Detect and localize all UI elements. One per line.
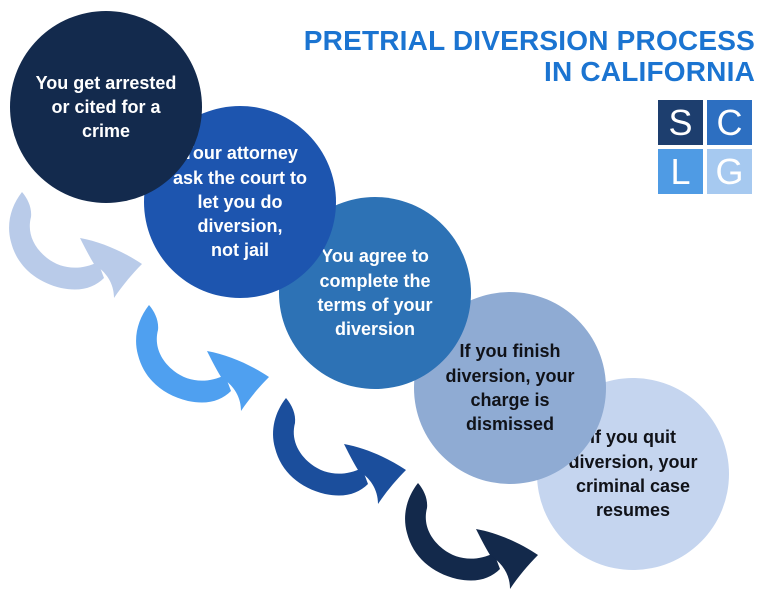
curved-arrow-icon-2 <box>136 305 269 411</box>
logo-tile-g: G <box>707 149 752 194</box>
logo-tile-l: L <box>658 149 703 194</box>
sclg-logo: S C L G <box>658 100 752 194</box>
logo-tile-s: S <box>658 100 703 145</box>
step-text: If you quit diversion, your criminal cas… <box>568 427 698 521</box>
step-text: If you finish diversion, your charge is … <box>445 341 575 435</box>
step-circle-attorney-asks: Your attorney ask the court to let you d… <box>144 106 336 298</box>
curved-arrow-icon-4 <box>405 483 538 589</box>
step-text: Your attorney ask the court to let you d… <box>172 143 308 261</box>
curved-arrow-icon-3 <box>273 398 406 504</box>
step-circle-arrested: You get arrested or cited for a crime <box>10 11 202 203</box>
page-title: PRETRIAL DIVERSION PROCESS IN CALIFORNIA <box>303 25 755 87</box>
logo-tile-c: C <box>707 100 752 145</box>
curved-arrow-icon-1 <box>9 192 142 298</box>
step-text: You get arrested or cited for a crime <box>35 72 177 142</box>
step-text: You agree to complete the terms of your … <box>317 246 433 340</box>
